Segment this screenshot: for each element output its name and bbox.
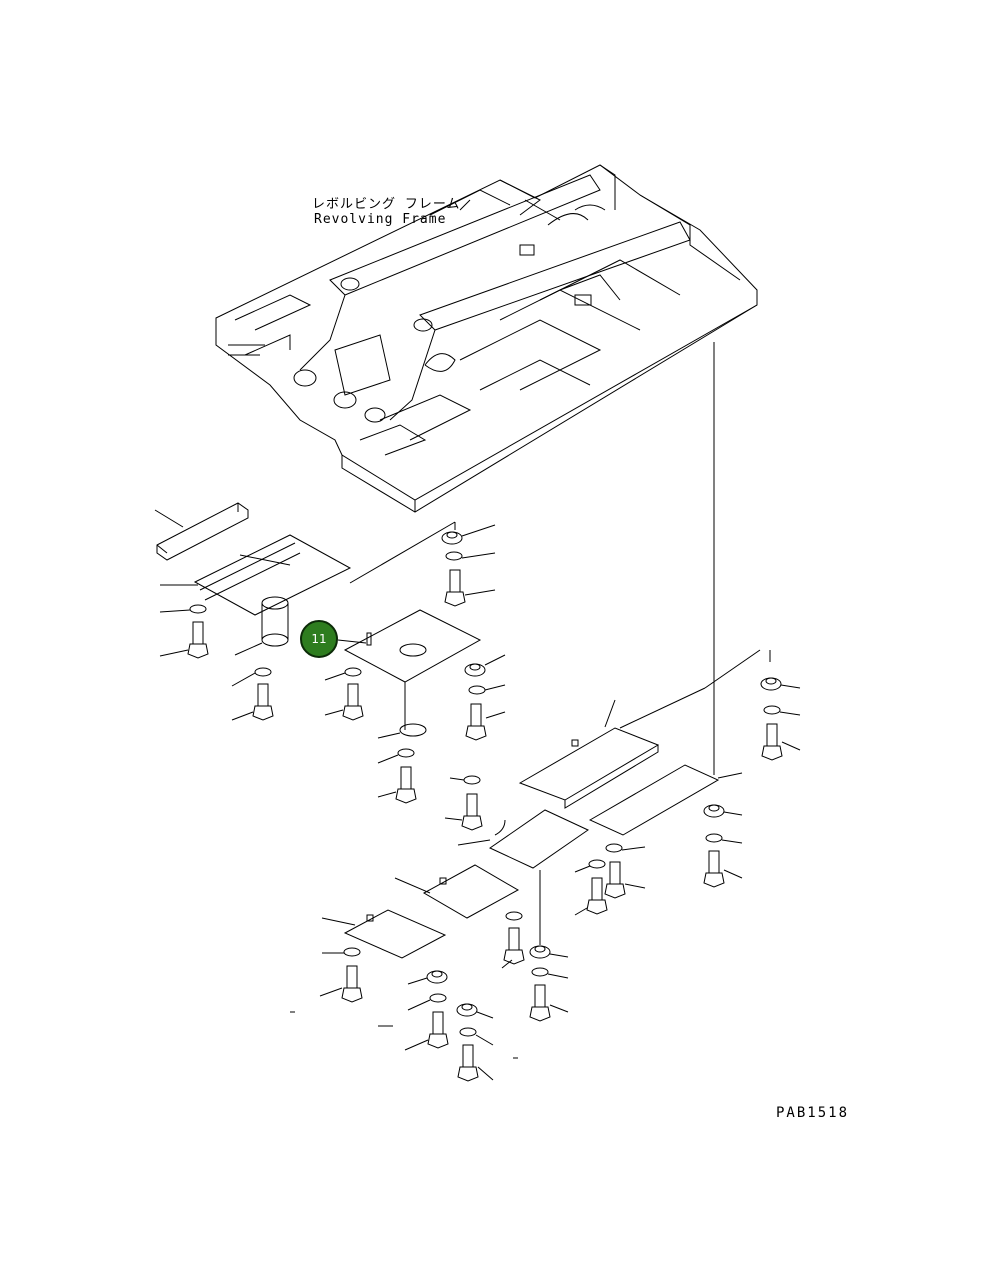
- right-panel-group: [444, 649, 801, 888]
- upper-right-fasteners: [441, 524, 496, 607]
- frame-label-english: Revolving Frame: [314, 212, 447, 227]
- drawing-id: PAB1518: [776, 1105, 850, 1121]
- part-callout-11[interactable]: 11: [300, 620, 338, 658]
- revolving-frame: [215, 164, 758, 775]
- left-cover-group: [154, 502, 456, 721]
- frame-label-japanese: レボルビング フレーム: [312, 197, 461, 212]
- lower-plates-group: [290, 809, 646, 1082]
- center-cover-plate: [324, 609, 506, 804]
